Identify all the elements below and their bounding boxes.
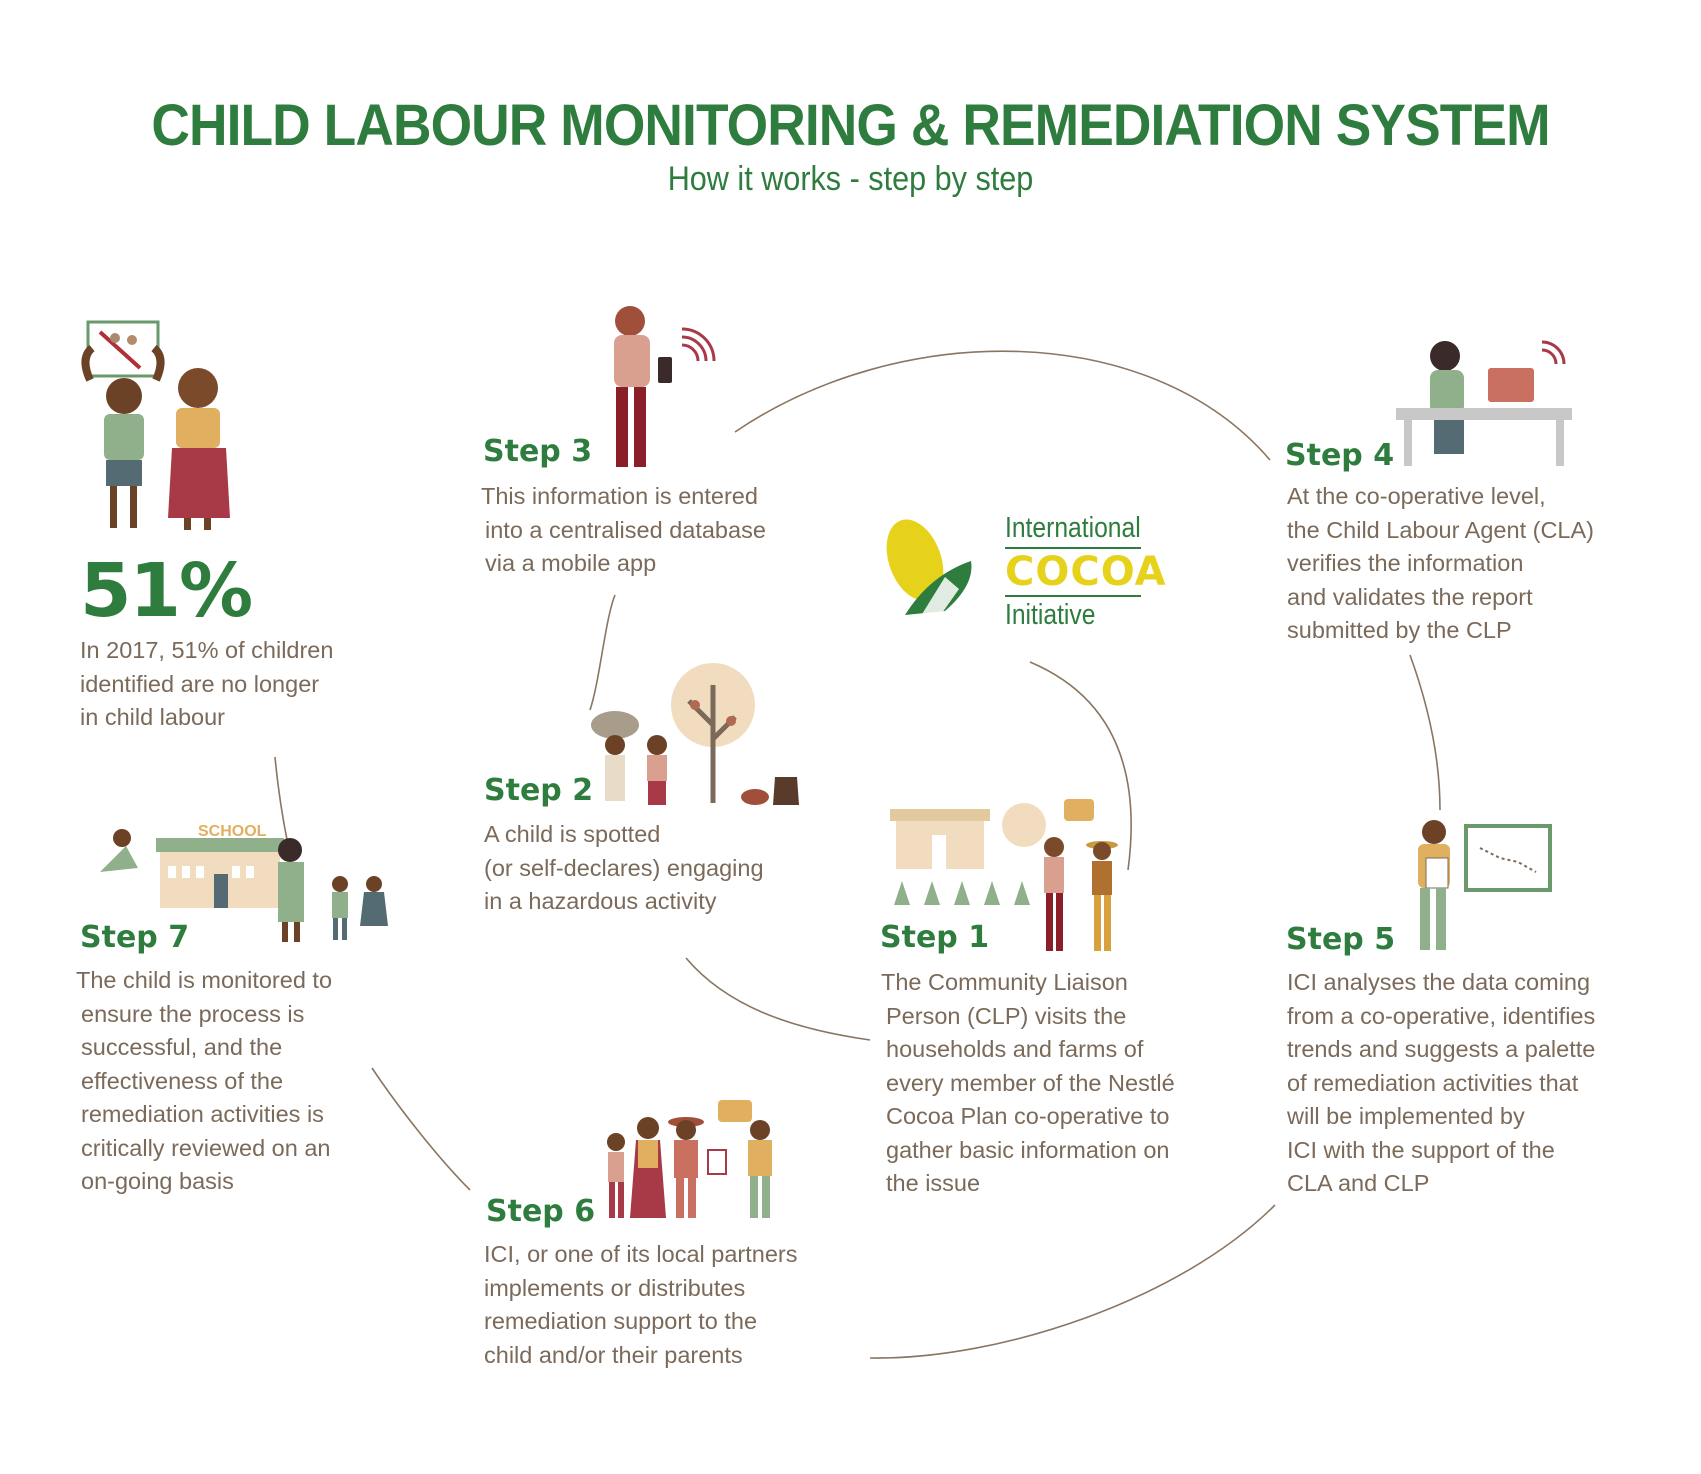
school-illustration: SCHOOL: [100, 823, 388, 942]
connector-7-stat: [274, 756, 289, 846]
step-4-title: Step 4: [1285, 438, 1395, 473]
hazardous-activity-illustration: [591, 663, 799, 805]
step-7-line: effectiveness of the: [81, 1067, 284, 1094]
step-6-title: Step 6: [486, 1194, 596, 1229]
logo-line-international: International: [1005, 512, 1141, 549]
connector-2-3: [589, 594, 616, 711]
step-6-line: implements or distributes: [484, 1274, 746, 1301]
step-7-line: critically reviewed on an: [81, 1134, 331, 1161]
logo-text: International COCOA Initiative: [1005, 512, 1167, 632]
step-7-line: remediation activities is: [81, 1101, 324, 1127]
step-7-title: Step 7: [80, 920, 190, 955]
step-1-title: Step 1: [880, 920, 990, 955]
step-1-description: The Community Liaison Person (CLP) visit…: [881, 966, 1175, 1201]
step-4-description: At the co-operative level, the Child Lab…: [1287, 480, 1594, 648]
children-illustration: [81, 320, 230, 530]
step-4-line: submitted by the CLP: [1287, 617, 1512, 643]
step-5-line: ICI analyses the data coming: [1287, 969, 1591, 995]
step-3-line: via a mobile app: [485, 550, 657, 576]
step-4-line: verifies the information: [1287, 550, 1524, 576]
step-5-line: trends and suggests a palette: [1287, 1036, 1596, 1062]
step-2-description: A child is spotted (or self-declares) en…: [484, 818, 764, 919]
step-5-title: Step 5: [1286, 922, 1396, 957]
step-7-line: ensure the process is: [81, 1000, 305, 1027]
step-1-line: every member of the Nestlé: [886, 1069, 1175, 1096]
connector-logo-1: [1029, 661, 1132, 871]
stat-description: In 2017, 51% of children identified are …: [80, 634, 333, 735]
logo-line-initiative: Initiative: [1005, 595, 1141, 632]
step-4-line: the Child Labour Agent (CLA): [1287, 516, 1594, 543]
step-5-description: ICI analyses the data coming from a co-o…: [1287, 966, 1595, 1201]
step-5-line: CLA and CLP: [1287, 1170, 1430, 1196]
step-2-line: in a hazardous activity: [484, 888, 717, 914]
step-3-title: Step 3: [483, 434, 593, 469]
connector-5-6: [869, 1204, 1276, 1359]
stat-value: 51%: [80, 548, 253, 634]
step-5-line: ICI with the support of the: [1287, 1136, 1555, 1163]
step-7-line: successful, and the: [81, 1034, 283, 1060]
step-5-line: from a co-operative, identifies: [1287, 1002, 1596, 1029]
cocoa-initiative-logo: [886, 519, 972, 623]
step-4-line: and validates the report: [1287, 583, 1533, 610]
page-subtitle: How it works - step by step: [667, 160, 1034, 198]
step-6-line: ICI, or one of its local partners: [484, 1241, 798, 1267]
stat-line: in child labour: [80, 704, 226, 730]
step-5-line: will be implemented by: [1287, 1103, 1525, 1129]
stat-line: identified are no longer: [80, 670, 320, 697]
step-7-line: The child is monitored to: [76, 967, 333, 993]
step-1-line: gather basic information on: [886, 1136, 1170, 1163]
stat-line: In 2017, 51% of children: [80, 637, 334, 663]
connector-1-2: [685, 957, 871, 1041]
step-6-description: ICI, or one of its local partners implem…: [484, 1238, 797, 1372]
step-7-line: on-going basis: [81, 1168, 234, 1194]
remediation-support-illustration: [607, 1100, 772, 1218]
step-2-line: A child is spotted: [484, 821, 661, 847]
school-sign: SCHOOL: [198, 823, 267, 840]
data-analysis-illustration: [1418, 820, 1552, 950]
step-3-description: This information is entered into a centr…: [481, 480, 766, 581]
farm-visit-illustration: [890, 799, 1118, 951]
office-desk-illustration: [1396, 340, 1572, 466]
page-title: CHILD LABOUR MONITORING & REMEDIATION SY…: [151, 93, 1550, 158]
step-7-description: The child is monitored to ensure the pro…: [76, 964, 332, 1199]
step-1-line: the issue: [886, 1170, 981, 1196]
step-4-line: At the co-operative level,: [1287, 483, 1546, 509]
logo-line-cocoa: COCOA: [1005, 549, 1167, 595]
step-5-line: of remediation activities that: [1287, 1069, 1579, 1096]
step-1-line: Cocoa Plan co-operative to: [886, 1103, 1170, 1129]
step-6-line: remediation support to the: [484, 1308, 758, 1334]
step-3-line: into a centralised database: [485, 516, 766, 543]
mobile-app-illustration: [614, 306, 716, 467]
connector-6-7: [371, 1067, 471, 1191]
step-3-line: This information is entered: [481, 483, 758, 509]
step-1-line: The Community Liaison: [881, 969, 1128, 995]
step-6-line: child and/or their parents: [484, 1341, 743, 1368]
step-2-line: (or self-declares) engaging: [484, 854, 764, 881]
connector-3-4: [734, 350, 1271, 461]
step-1-line: households and farms of: [886, 1036, 1144, 1062]
step-2-title: Step 2: [484, 773, 594, 808]
step-1-line: Person (CLP) visits the: [886, 1002, 1127, 1029]
connector-4-5: [1409, 654, 1441, 811]
